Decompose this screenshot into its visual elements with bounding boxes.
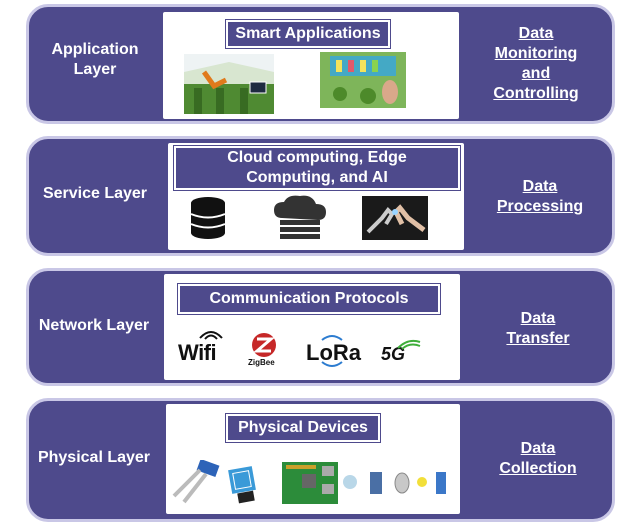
zigbee-icon: [252, 333, 276, 357]
smart-farm-screen-image: [320, 52, 406, 108]
communication-protocols-title: Communication Protocols: [178, 284, 440, 314]
zigbee-logo: ZigBee: [248, 358, 275, 367]
data-processing-link[interactable]: Data Processing: [496, 178, 584, 215]
data-transfer-link[interactable]: Data Transfer: [506, 310, 570, 347]
raspberry-pi-board-image: [282, 462, 338, 504]
lora-logo: LoRa: [306, 340, 361, 365]
5g-signal-icon: [397, 339, 421, 350]
application-layer-label: Application Layer: [51, 41, 139, 78]
database-icon: [190, 197, 226, 239]
data-collection-link[interactable]: Data Collection: [499, 440, 577, 477]
smart-applications-title: Smart Applications: [226, 20, 390, 48]
greenhouse-robot-image: [184, 54, 274, 114]
network-layer-label: Network Layer: [38, 317, 150, 334]
physical-devices-title: Physical Devices: [226, 414, 380, 442]
service-layer-label: Service Layer: [42, 185, 148, 202]
cloud-edge-ai-title: Cloud computing, Edge Computing, and AI: [174, 146, 460, 190]
cloud-server-icon: [274, 195, 326, 239]
physical-layer-label: Physical Layer: [37, 449, 151, 466]
ai-hand-image: [362, 196, 428, 240]
soil-moisture-sensor-image: [172, 460, 220, 504]
humidity-sensor-image: [228, 466, 256, 504]
small-sensors-image: [343, 472, 446, 494]
wifi-logo: Wifi: [178, 340, 217, 365]
data-monitoring-controlling-link[interactable]: Data Monitoring and Controlling: [493, 25, 579, 102]
5g-logo: 5G: [381, 344, 406, 364]
wifi-signal-icon: [199, 331, 223, 340]
lora-signal-icon: [321, 335, 343, 367]
